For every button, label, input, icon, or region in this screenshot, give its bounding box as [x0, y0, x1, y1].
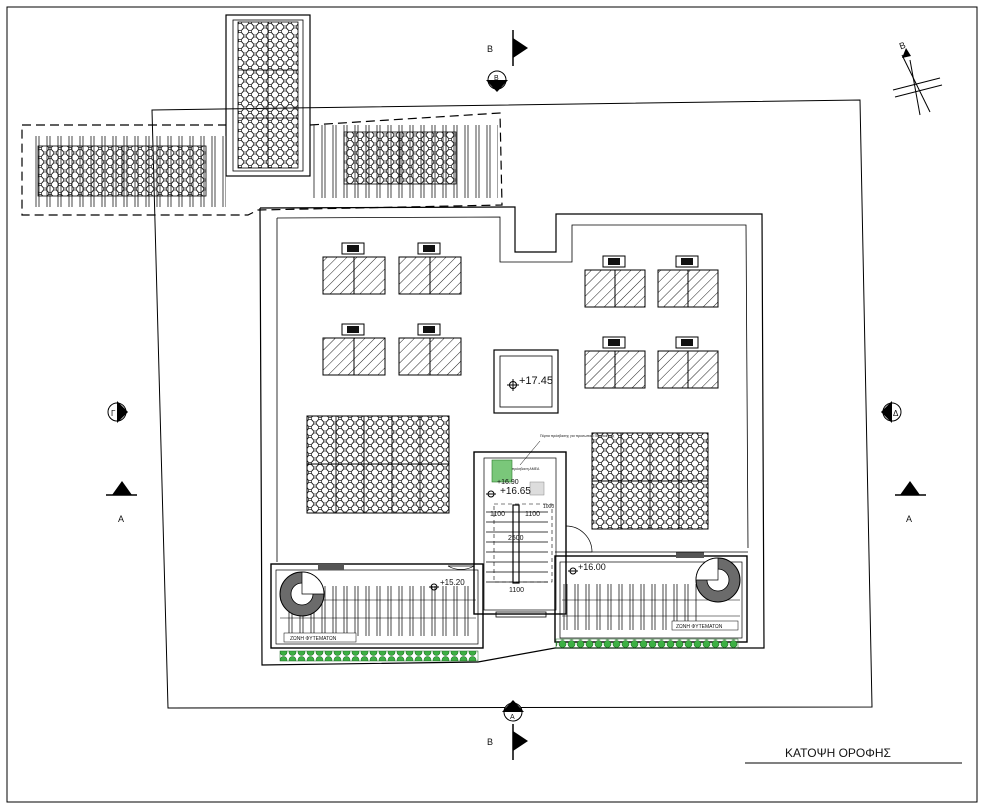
- stair-dim-a: 1100: [490, 511, 505, 518]
- building-outline: [259, 206, 765, 666]
- solar-array-left: [21, 112, 503, 216]
- stair-dim-b: 2500: [508, 535, 524, 542]
- ac-unit: [322, 242, 386, 295]
- terrace-right: +16.00 ΖΩΝΗ ΦΥΤΕΜΑΤΩΝ: [554, 551, 748, 649]
- section-mark-b-bottom: B: [487, 724, 528, 760]
- terrace-right-elevation: +16.00: [578, 562, 606, 572]
- stair-core: +16.90 +16.65 1100 1100 2500 1100 1000 Π…: [447, 434, 615, 618]
- elevation-marker-left: Γ: [107, 401, 128, 423]
- ac-unit: [322, 323, 386, 376]
- stair-dim-e: 1000: [543, 504, 554, 510]
- ac-unit-group: [322, 242, 719, 389]
- stair-elevation-small: +16.90: [497, 479, 519, 486]
- section-mark-a-left: A: [106, 481, 137, 524]
- ac-unit: [584, 255, 646, 308]
- svg-text:A: A: [906, 514, 912, 524]
- svg-text:A: A: [510, 714, 515, 721]
- stair-note-2: πρόσβαση ΑΜΕΑ: [512, 467, 540, 471]
- stair-dim-c: 1100: [525, 511, 540, 518]
- solar-panels-left: [306, 415, 450, 514]
- elevation-marker-top: B: [486, 70, 508, 92]
- plot-boundary: [151, 99, 873, 709]
- ac-unit: [398, 323, 462, 376]
- solar-array-top: [225, 14, 311, 177]
- planter-right-label: ΖΩΝΗ ΦΥΤΕΜΑΤΩΝ: [676, 624, 723, 630]
- drawing-title: ΚΑΤΟΨΗ ΟΡΟΦΗΣ: [785, 746, 891, 760]
- stair-dim-d: 1100: [509, 587, 524, 594]
- planter-left-label: ΖΩΝΗ ΦΥΤΕΜΑΤΩΝ: [290, 636, 337, 642]
- north-arrow: B: [892, 40, 943, 116]
- svg-text:Δ: Δ: [893, 409, 899, 418]
- sheet-border: [6, 6, 978, 803]
- drawing-title-block: ΚΑΤΟΨΗ ΟΡΟΦΗΣ: [745, 746, 962, 764]
- ac-unit: [584, 336, 646, 389]
- terrace-left: +15.20 ΖΩΝΗ ΦΥΤΕΜΑΤΩΝ: [270, 563, 484, 662]
- elevation-marker-bottom: A: [502, 700, 524, 722]
- skylight-elevation: +17.45: [519, 375, 553, 387]
- svg-text:B: B: [494, 75, 499, 82]
- stair-note: Πόρτα πρόσβασης για προσωπικό Περιποίηση…: [540, 434, 615, 438]
- elevation-marker-right: Δ: [881, 401, 902, 423]
- ac-unit: [398, 242, 462, 295]
- section-mark-b-top: B: [487, 30, 528, 66]
- svg-text:A: A: [118, 514, 124, 524]
- skylight: +17.45: [493, 349, 559, 414]
- solar-panels-right: [591, 432, 709, 530]
- svg-text:Γ: Γ: [111, 409, 116, 418]
- svg-text:B: B: [898, 40, 907, 51]
- ac-unit: [657, 255, 719, 308]
- svg-text:B: B: [487, 44, 493, 54]
- stair-elevation: +16.65: [500, 486, 531, 497]
- section-mark-a-right: A: [895, 481, 926, 524]
- terrace-left-elevation: +15.20: [440, 578, 465, 587]
- ac-unit: [657, 336, 719, 389]
- svg-text:B: B: [487, 737, 493, 747]
